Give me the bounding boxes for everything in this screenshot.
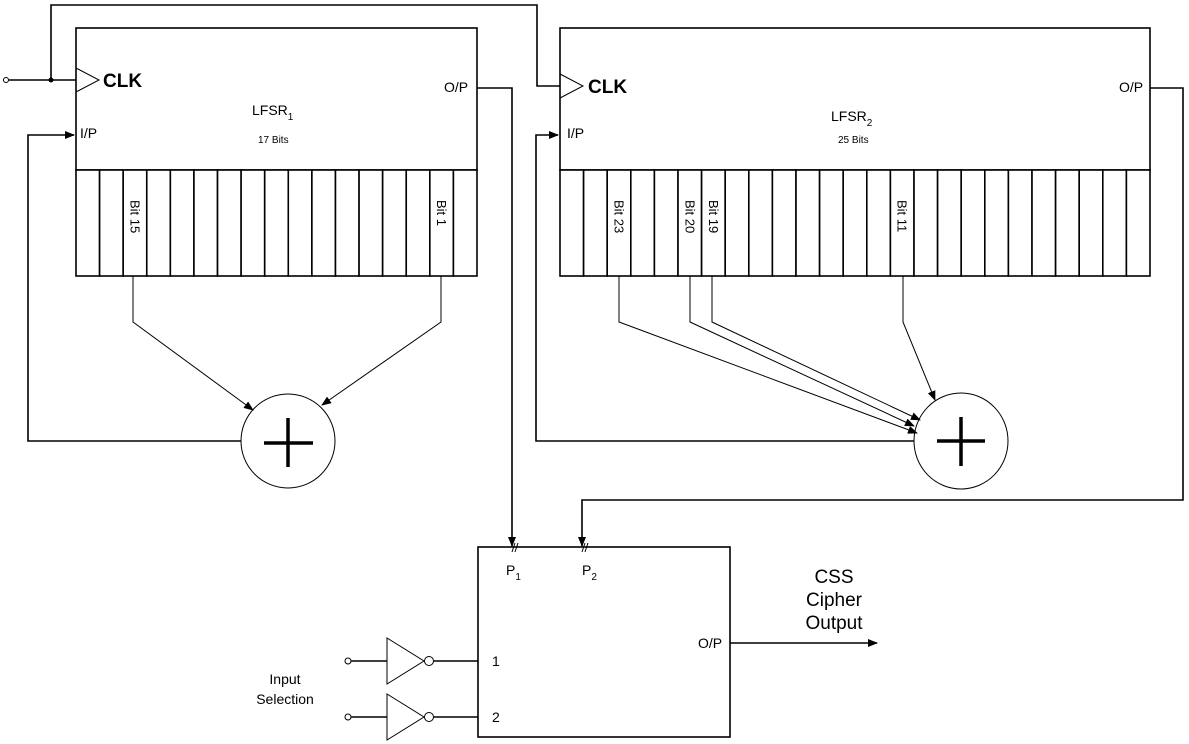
lfsr2-block: Bit 23 Bit 20 Bit 19 Bit 11 CLK I/P O/P LFS… bbox=[559, 27, 1151, 277]
combiner-output-label: O/P bbox=[698, 635, 722, 651]
lfsr2-bit-cells: Bit 23 Bit 20 Bit 19 Bit 11 bbox=[559, 169, 1151, 277]
lfsr2-bit-cell bbox=[842, 169, 868, 277]
lfsr1-bit-cell bbox=[358, 169, 384, 277]
lfsr2-tap-label: Bit 19 bbox=[706, 200, 721, 233]
lfsr2-bit-cell bbox=[818, 169, 844, 277]
lfsr1-output-label: O/P bbox=[444, 79, 468, 95]
lfsr1-bit-cell bbox=[75, 169, 101, 277]
lfsr2-tap-label: Bit 20 bbox=[682, 200, 697, 233]
inverter-icon bbox=[386, 693, 425, 741]
lfsr2-feedback-wire bbox=[535, 131, 914, 442]
lfsr1-feedback bbox=[27, 131, 442, 489]
combiner-input1-label: 1 bbox=[492, 653, 500, 669]
lfsr1-bit-cell bbox=[263, 169, 290, 277]
input-selection-label-line1: Input bbox=[269, 671, 300, 687]
lfsr2-bit-cell bbox=[629, 169, 656, 277]
lfsr1-bit-cell bbox=[381, 169, 408, 277]
clock-input bbox=[3, 4, 560, 87]
lfsr2-tap-label: Bit 11 bbox=[895, 200, 910, 232]
p2-label: P2 bbox=[582, 562, 597, 583]
lfsr1-bit-cell bbox=[405, 169, 431, 277]
lfsr1-bit-cell bbox=[334, 169, 360, 277]
lfsr2-bit-cell bbox=[559, 169, 585, 277]
input-selection-label-line2: Selection bbox=[256, 691, 314, 707]
lfsr2-tap-bit11-wire bbox=[902, 276, 936, 401]
lfsr2-feedback bbox=[535, 131, 1009, 490]
input1-inverter bbox=[344, 637, 478, 685]
lfsr2-bit-cell bbox=[1031, 169, 1057, 277]
lfsr1-tap-label: Bit 15 bbox=[127, 200, 142, 233]
lfsr2-bit-cell bbox=[983, 169, 1010, 277]
lfsr1-bit-cells: Bit 15 Bit 1 bbox=[75, 169, 478, 277]
lfsr2-bit-cell bbox=[865, 169, 892, 277]
input1-terminal-icon[interactable] bbox=[344, 657, 352, 665]
lfsr1-bit-cell bbox=[311, 169, 337, 277]
lfsr2-output-label: O/P bbox=[1119, 79, 1143, 95]
lfsr2-bit-cell bbox=[771, 169, 797, 277]
lfsr2-bit-cell bbox=[913, 169, 939, 277]
lfsr2-title: LFSR2 bbox=[831, 108, 873, 129]
input2-terminal-icon[interactable] bbox=[344, 713, 352, 721]
lfsr1-bit-cell bbox=[98, 169, 124, 277]
lfsr1-bit-cell bbox=[169, 169, 195, 277]
lfsr2-bit-cell bbox=[1102, 169, 1128, 277]
input2-inverter bbox=[344, 693, 478, 741]
output-title-line2: Cipher bbox=[806, 590, 863, 611]
lfsr2-bit-cell bbox=[747, 169, 774, 277]
lfsr1-clock-triangle-icon bbox=[75, 67, 101, 93]
lfsr1-title: LFSR1 bbox=[252, 102, 294, 123]
lfsr1-bit-cell bbox=[452, 169, 478, 277]
lfsr2-tap-bit23-wire bbox=[618, 276, 918, 434]
lfsr1-bit-cell bbox=[193, 169, 219, 277]
combiner-block: P1 P2 1 2 O/P bbox=[477, 542, 731, 738]
lfsr1-output-wire bbox=[477, 87, 516, 547]
lfsr1-bit-cell bbox=[145, 169, 172, 277]
lfsr1-tap-bit1-wire bbox=[321, 276, 442, 406]
lfsr1-block: Bit 15 Bit 1 CLK I/P O/P LFSR1 17 Bits bbox=[75, 27, 478, 277]
lfsr2-output-wire bbox=[578, 87, 1184, 547]
lfsr2-clock-triangle-icon bbox=[559, 73, 585, 99]
lfsr2-body bbox=[559, 27, 1151, 171]
clock-wire-to-lfsr2 bbox=[50, 4, 560, 87]
combiner-input2-label: 2 bbox=[492, 709, 500, 725]
lfsr2-tap-bit20-wire bbox=[689, 276, 915, 427]
lfsr1-feedback-wire bbox=[27, 131, 241, 442]
lfsr2-bit-cell bbox=[653, 169, 679, 277]
input-selection: Input Selection bbox=[256, 637, 478, 741]
lfsr2-bit-cell bbox=[724, 169, 750, 277]
lfsr2-tap-label: Bit 23 bbox=[612, 200, 627, 233]
lfsr1-input-label: I/P bbox=[80, 125, 97, 141]
output-title-line3: Output bbox=[805, 613, 863, 634]
lfsr2-bit-cell bbox=[1007, 169, 1033, 277]
inverter-icon bbox=[386, 637, 425, 685]
lfsr2-tap-bit19-wire bbox=[711, 276, 921, 421]
lfsr2-input-label: I/P bbox=[567, 125, 584, 141]
lfsr2-bit-cell bbox=[795, 169, 821, 277]
lfsr2-bit-cell bbox=[582, 169, 608, 277]
lfsr1-bit-cell bbox=[287, 169, 313, 277]
lfsr2-bit-cell bbox=[1125, 169, 1151, 277]
lfsr2-size-label: 25 Bits bbox=[838, 135, 869, 146]
lfsr1-tap-bit15-wire bbox=[132, 276, 254, 411]
lfsr2-bit-cell bbox=[936, 169, 962, 277]
lfsr2-bit-cell bbox=[1054, 169, 1080, 277]
lfsr1-bit-cell bbox=[240, 169, 266, 277]
lfsr1-clk-label: CLK bbox=[103, 71, 142, 92]
lfsr1-size-label: 17 Bits bbox=[258, 135, 289, 146]
lfsr1-bit-cell bbox=[216, 169, 242, 277]
lfsr2-clk-label: CLK bbox=[588, 77, 627, 98]
lfsr1-body bbox=[75, 27, 478, 171]
clock-terminal-icon[interactable] bbox=[3, 77, 9, 83]
lfsr1-tap-label: Bit 1 bbox=[434, 200, 449, 226]
lfsr2-bit-cell bbox=[1078, 169, 1104, 277]
p1-label: P1 bbox=[506, 562, 521, 583]
lfsr2-bit-cell bbox=[960, 169, 986, 277]
combiner-body bbox=[477, 546, 731, 738]
output-title-line1: CSS bbox=[814, 567, 853, 588]
